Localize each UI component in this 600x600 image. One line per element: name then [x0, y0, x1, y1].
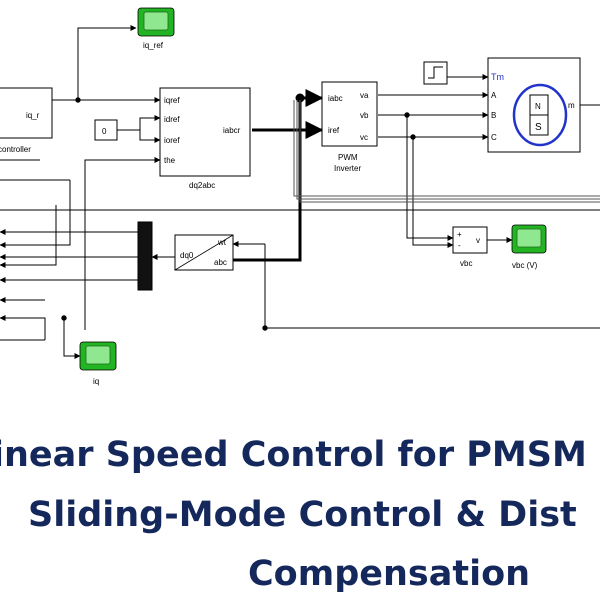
scope-iq[interactable]: iq — [79, 341, 117, 386]
dq2abc-label: dq2abc — [189, 181, 215, 190]
voltmeter-minus: - — [458, 241, 461, 250]
voltmeter-output: v — [476, 236, 480, 245]
pwm-label-2: Inverter — [334, 164, 361, 173]
title-line-1: inear Speed Control for PMSM — [0, 435, 587, 475]
dq2abc-block[interactable]: iqref idref ioref the iabcr dq2abc — [159, 87, 251, 190]
pmsm-port-m: m — [568, 101, 575, 110]
pmsm-port-b: B — [491, 111, 496, 120]
dq0-block[interactable]: dq0 wt abc — [174, 234, 234, 271]
controller-label: controller — [0, 145, 31, 154]
voltmeter-block[interactable]: + - v vbc — [452, 226, 488, 268]
dq0-bottom-label: abc — [214, 258, 227, 267]
dq2abc-output-iabcr: iabcr — [223, 126, 241, 135]
motor-south-label: S — [535, 122, 542, 133]
motor-north-label: N — [535, 102, 541, 111]
dq0-left-label: dq0 — [180, 251, 194, 260]
scope-iq-ref-label: iq_ref — [143, 41, 164, 50]
scope-iq-ref[interactable]: iq_ref — [137, 7, 175, 50]
title-block: inear Speed Control for PMSM Sliding-Mod… — [0, 435, 587, 594]
pwm-output-vc: vc — [360, 133, 368, 142]
pwm-inverter-block[interactable]: iabc iref va vb vc PWM Inverter — [321, 81, 378, 173]
pwm-output-vb: vb — [360, 111, 369, 120]
pmsm-port-a: A — [491, 91, 497, 100]
dq0-top-label: wt — [217, 238, 227, 247]
pmsm-port-c: C — [491, 133, 497, 142]
scope-iq-label: iq — [93, 377, 99, 386]
dq2abc-input-iqref: iqref — [164, 96, 180, 105]
title-line-2: Sliding-Mode Control & Dist — [28, 495, 577, 535]
controller-block[interactable]: iq_r controller — [0, 87, 53, 154]
demux-block[interactable] — [137, 221, 153, 291]
bus-lines — [252, 89, 324, 139]
dq2abc-input-ioref: ioref — [164, 136, 180, 145]
controller-port-label: iq_r — [26, 111, 40, 120]
constant-block[interactable]: 0 — [94, 119, 118, 141]
pmsm-port-tm: Tm — [491, 72, 504, 82]
motor-icon: N S — [512, 83, 568, 147]
scope-vbc-label: vbc (V) — [512, 261, 538, 270]
constant-value: 0 — [102, 127, 107, 136]
step-icon — [428, 66, 443, 79]
voltmeter-plus: + — [457, 230, 462, 239]
pmsm-block[interactable]: Tm A B C m N S — [487, 57, 581, 153]
pwm-output-va: va — [360, 91, 369, 100]
title-line-3: Compensation — [248, 554, 530, 594]
pwm-input-iabc: iabc — [328, 94, 343, 103]
pwm-label: PWM — [338, 153, 358, 162]
dq2abc-input-idref: idref — [164, 115, 180, 124]
pwm-input-iref: iref — [328, 126, 340, 135]
signal-lines — [0, 25, 600, 359]
scope-vbc[interactable]: vbc (V) — [511, 224, 547, 270]
voltmeter-label: vbc — [460, 259, 472, 268]
step-block[interactable] — [423, 61, 448, 85]
feedback-lines — [293, 100, 600, 203]
dq2abc-input-the: the — [164, 156, 176, 165]
